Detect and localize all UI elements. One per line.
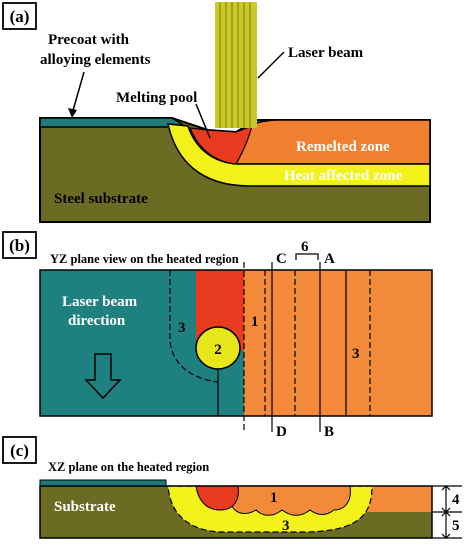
panel-c-orange-layer [366, 486, 432, 512]
panel-b-letter-d: D [276, 424, 287, 440]
panel-a: (a) Precoat with alloying elements Laser… [2, 2, 431, 223]
pool-leader [195, 103, 211, 139]
panel-c-precoat [39, 479, 167, 487]
precoat-arrowhead [68, 108, 77, 118]
laser-beam [215, 2, 257, 128]
panel-b-num-3-right: 3 [352, 346, 360, 362]
panel-b-bracket-6 [295, 253, 319, 260]
panel-c-num-3: 3 [282, 518, 290, 534]
panel-c-num-5: 5 [452, 518, 460, 534]
precoat-leader [71, 71, 85, 115]
panel-c-title: XZ plane on the heated region [48, 460, 209, 474]
remelted-zone [229, 119, 431, 165]
panel-c-substrate-label: Substrate [54, 499, 116, 515]
laser-leader [257, 51, 285, 79]
panel-b-frame [39, 269, 433, 417]
panel-b-orange-region [244, 270, 432, 416]
panel-a-tag: (a) [2, 2, 37, 30]
panel-b-section-lines [243, 262, 371, 432]
panel-b-tag: (b) [2, 231, 37, 259]
panel-a-tag-text: (a) [10, 7, 30, 26]
steel-substrate-label: Steel substrate [54, 191, 148, 207]
panel-c-tag: (c) [2, 436, 37, 464]
panel-c-num-4: 4 [452, 492, 460, 508]
panel-b-title: YZ plane view on the heated region [50, 252, 239, 266]
laser-direction-arrow [84, 353, 122, 400]
panel-c-tag-text: (c) [10, 441, 29, 460]
panel-b-letter-b: B [324, 424, 334, 440]
panel-b-tag-text: (b) [9, 236, 30, 255]
panel-b: (b) YZ plane view on the heated region L… [2, 231, 433, 440]
heat-affected-zone [167, 123, 431, 187]
precoat-layer [39, 117, 189, 128]
panel-b-num-2: 2 [214, 342, 222, 358]
panel-b-letter-a: A [324, 251, 335, 267]
precoat-label-line1: Precoat with [48, 32, 130, 48]
laser-beam-label: Laser beam [288, 45, 364, 61]
laser-direction-label-line2: direction [68, 313, 126, 329]
laser-direction-label-line1: Laser beam [62, 294, 138, 310]
remelted-zone-label: Remelted zone [296, 139, 390, 155]
panel-b-num-1: 1 [251, 314, 259, 330]
panel-b-num-6: 6 [301, 239, 309, 255]
panel-c-num-1: 1 [270, 490, 278, 506]
precoat-label-line2: alloying elements [40, 52, 151, 68]
haz-label: Heat affected zone [284, 168, 403, 184]
panel-b-haz-boundary [169, 270, 219, 383]
panel-b-zone-2-circle [195, 326, 241, 370]
panel-c-pool [195, 485, 239, 511]
panel-c: (c) XZ plane on the heated region Substr… [2, 436, 462, 539]
panel-b-letter-c: C [276, 251, 287, 267]
panel-c-dimension-lines [432, 485, 462, 539]
melting-pool-label: Melting pool [116, 90, 197, 106]
panel-b-num-3-left: 3 [178, 320, 186, 336]
